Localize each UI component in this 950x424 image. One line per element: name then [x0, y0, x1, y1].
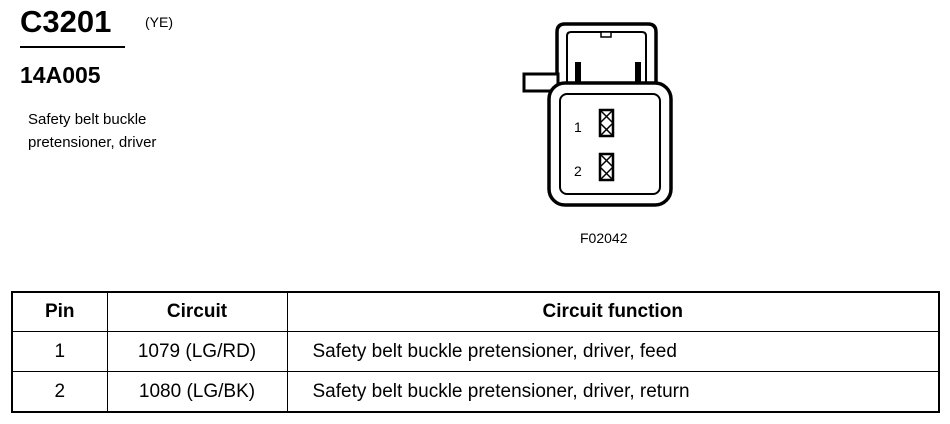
latch-rib-right — [635, 62, 641, 84]
connector-tab — [522, 72, 560, 93]
latch-notch — [600, 31, 612, 38]
connector-latch — [555, 22, 658, 90]
cell-pin: 1 — [11, 331, 108, 372]
connector-face-diagram: 1 2 — [522, 22, 673, 207]
description-line-1: Safety belt buckle — [28, 111, 147, 128]
header-circuit: Circuit — [106, 291, 288, 332]
title-underline — [20, 46, 125, 48]
header-function: Circuit function — [286, 291, 940, 332]
cell-function: Safety belt buckle pretensioner, driver,… — [286, 331, 940, 372]
pin-2-terminal — [598, 152, 615, 182]
connector-id: C3201 — [20, 4, 112, 39]
pin-label-2: 2 — [574, 163, 582, 179]
connector-color: (YE) — [145, 14, 173, 30]
table-header-row: Pin Circuit Circuit function — [11, 291, 940, 332]
pin-table: Pin Circuit Circuit function 1 1079 (LG/… — [11, 291, 940, 413]
cell-circuit: 1079 (LG/RD) — [106, 331, 288, 372]
connector-description: Safety belt buckle pretensioner, driver — [28, 108, 228, 154]
pin-label-1: 1 — [574, 119, 582, 135]
connector-housing — [547, 81, 673, 207]
part-number: 14A005 — [20, 62, 101, 88]
table-row: 1 1079 (LG/RD) Safety belt buckle preten… — [11, 331, 940, 372]
header-pin: Pin — [11, 291, 108, 332]
description-line-2: pretensioner, driver — [28, 134, 157, 151]
cell-circuit: 1080 (LG/BK) — [106, 371, 288, 413]
connector-housing-inner — [559, 93, 661, 195]
cell-pin: 2 — [11, 371, 108, 413]
latch-rib-left — [575, 62, 581, 84]
table-row: 2 1080 (LG/BK) Safety belt buckle preten… — [11, 371, 940, 413]
figure-id: F02042 — [580, 230, 628, 246]
pin-1-terminal — [598, 108, 615, 138]
cell-function: Safety belt buckle pretensioner, driver,… — [286, 371, 940, 413]
